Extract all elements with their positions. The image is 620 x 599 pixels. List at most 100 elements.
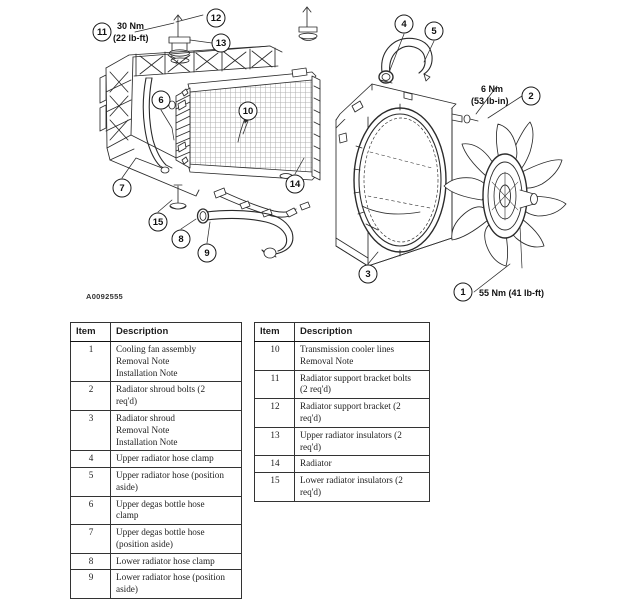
svg-text:4: 4	[401, 19, 407, 30]
description-line: Upper degas bottle hose	[116, 527, 205, 538]
cell-item-number: 9	[70, 569, 111, 599]
callout-3: 3	[358, 264, 378, 284]
callout-12: 12	[206, 8, 226, 28]
torque-spec-11-imperial: (22 lb-ft)	[113, 33, 149, 43]
torque-spec-2-value: 6 Nm	[481, 84, 503, 94]
description-line: Radiator shroud bolts (2	[116, 384, 206, 395]
description-line: (position aside)	[116, 538, 173, 549]
description-line: Transmission cooler lines	[300, 344, 395, 355]
callout-4: 4	[394, 14, 414, 34]
description-line: req'd)	[300, 486, 322, 497]
svg-text:2: 2	[528, 91, 533, 102]
svg-text:11: 11	[97, 27, 108, 38]
description-line: Radiator support bracket bolts	[300, 372, 411, 383]
description-line: req'd)	[116, 396, 138, 407]
cell-item-number: 1	[70, 341, 111, 383]
description-line: Radiator	[300, 458, 332, 469]
cell-item-number: 12	[254, 398, 295, 428]
cell-item-number: 15	[254, 472, 295, 502]
cell-item-number: 11	[254, 369, 295, 400]
svg-text:8: 8	[178, 234, 183, 245]
callout-8: 8	[171, 229, 191, 249]
torque-spec-2-imperial: (53 lb-in)	[471, 96, 509, 106]
svg-text:3: 3	[365, 269, 370, 280]
cell-description: Upper radiator hose clamp	[110, 450, 242, 469]
radiator-support-frame	[99, 45, 283, 197]
svg-text:13: 13	[216, 38, 227, 49]
torque-spec-1-value: 55 Nm (41 lb-ft)	[479, 288, 544, 298]
svg-text:5: 5	[431, 26, 437, 37]
svg-text:14: 14	[290, 179, 301, 190]
upper-insulator-right	[298, 6, 318, 41]
description-line: aside)	[116, 584, 138, 595]
svg-text:9: 9	[204, 248, 209, 259]
radiator-support-bracket-detail	[168, 14, 191, 64]
callout-6: 6	[151, 90, 171, 110]
fan-shroud	[335, 83, 457, 267]
description-line: Lower radiator insulators (2	[300, 475, 403, 486]
lower-radiator-insulators	[169, 173, 293, 210]
description-line: (2 req'd)	[300, 384, 331, 395]
cell-item-number: 10	[254, 341, 295, 371]
svg-text:6: 6	[158, 95, 163, 106]
column-header-description: Description	[294, 321, 430, 343]
description-line: Radiator support bracket (2	[300, 401, 401, 412]
description-line: Upper radiator hose clamp	[116, 453, 214, 464]
cell-description: Lower radiator hose clamp	[110, 552, 242, 571]
cell-item-number: 2	[70, 381, 111, 411]
description-line: Lower radiator hose clamp	[116, 555, 215, 566]
callout-group: 11 12 13 4 5	[92, 8, 541, 302]
radiator-core	[175, 67, 321, 181]
description-line: Installation Note	[116, 367, 178, 378]
svg-text:1: 1	[460, 287, 466, 298]
description-line: Removal Note	[116, 424, 170, 435]
cell-description: Radiator support bracket bolts(2 req'd)	[294, 369, 430, 400]
description-line: Upper radiator insulators (2	[300, 429, 402, 440]
torque-spec-labels: 30 Nm (22 lb-ft) 6 Nm (53 lb-in) 55 Nm (…	[113, 21, 544, 298]
callout-13: 13	[211, 33, 231, 53]
callout-11: 11	[92, 22, 112, 42]
cell-item-number: 5	[70, 467, 111, 497]
svg-text:10: 10	[243, 106, 254, 117]
callout-10: 10	[238, 101, 258, 121]
callout-7: 7	[112, 178, 132, 198]
description-line: req'd)	[300, 441, 322, 452]
shroud-bolt	[451, 113, 479, 124]
cell-item-number: 8	[70, 552, 111, 571]
svg-text:15: 15	[153, 217, 164, 228]
description-line: Removal Note	[300, 355, 354, 366]
cell-item-number: 3	[70, 409, 111, 452]
cooling-fan-assembly	[443, 121, 567, 269]
table-row: 8 Lower radiator hose clamp	[70, 552, 242, 571]
description-line: clamp	[116, 510, 139, 521]
table-header-row: Item Description	[70, 321, 242, 343]
callout-2: 2	[521, 86, 541, 106]
